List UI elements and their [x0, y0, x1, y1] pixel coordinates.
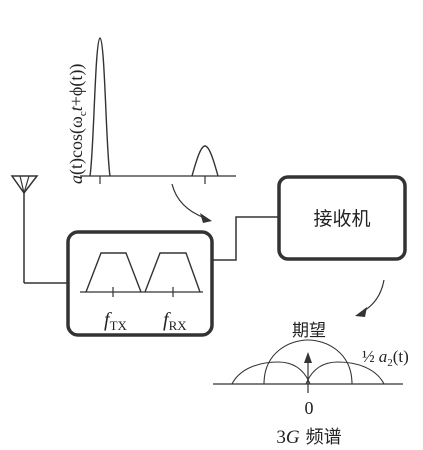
svg-text:a(t)cos(ωct+ϕ(t)): a(t)cos(ωct+ϕ(t)) [66, 64, 89, 184]
rx-filter-passband [144, 252, 201, 293]
interference-lobe-left [231, 361, 311, 385]
tx-filter-passband [85, 252, 142, 293]
desired-label: 期望 [292, 321, 326, 341]
duplexer-filter-box: fTX fRX [66, 230, 214, 337]
receiver-box: 接收机 [277, 175, 407, 261]
connection-line [212, 216, 279, 261]
rx-frequency-label: fRX [163, 309, 187, 333]
zero-label: 0 [305, 398, 314, 418]
rx-signal-peak [191, 145, 219, 177]
antenna-icon [10, 175, 68, 284]
desired-spectrum-lobe [263, 339, 353, 385]
curved-arrow-to-spectrum [355, 279, 385, 317]
interference-lobe-right [305, 361, 385, 385]
curved-arrow-to-duplexer [171, 183, 212, 223]
transmit-signal-spectrum [80, 37, 236, 184]
tx-signal-peak [89, 37, 111, 177]
signal-label: a(t)cos(ωct+ϕ(t)) [66, 64, 89, 184]
tx-frequency-label: fTX [104, 309, 128, 333]
receiver-label: 接收机 [313, 208, 370, 230]
